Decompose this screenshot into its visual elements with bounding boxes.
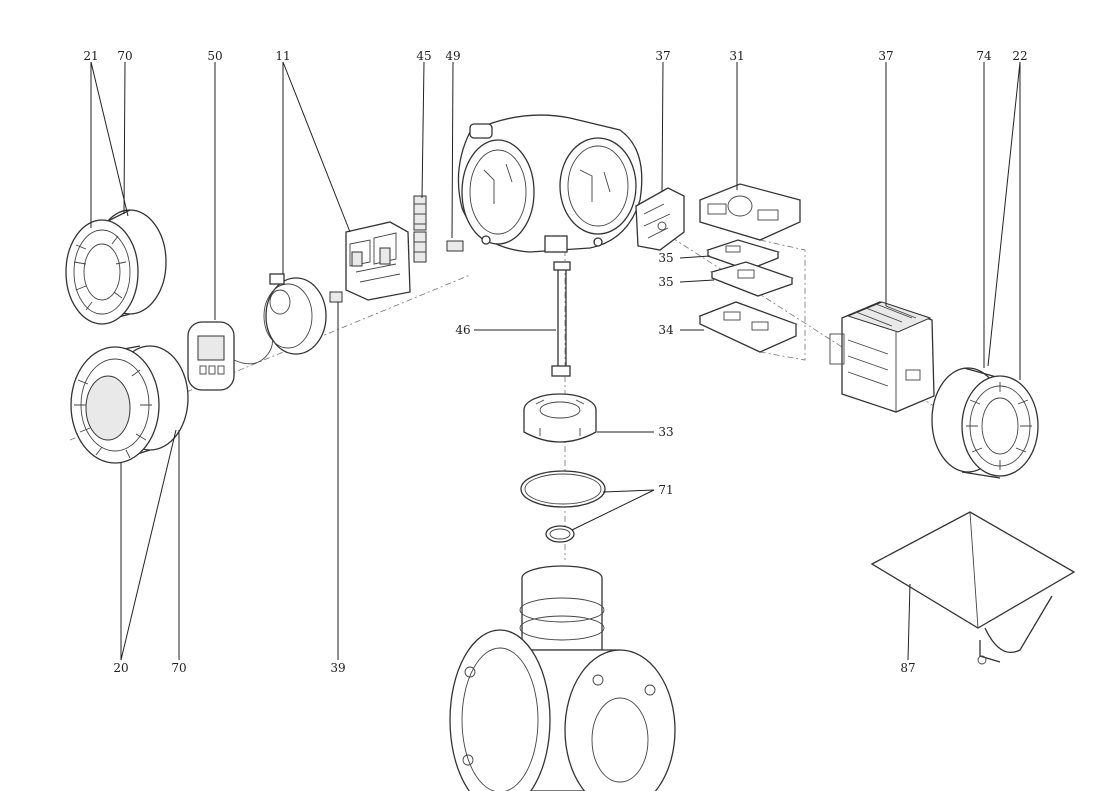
assembly-axis-lines — [69, 229, 941, 560]
callout-50: 50 — [207, 49, 222, 63]
callout-74: 74 — [976, 49, 992, 63]
module-37-right — [829, 301, 935, 413]
display-holder-11 — [263, 273, 327, 355]
callout-21: 21 — [83, 49, 98, 63]
leader-lines — [90, 61, 1021, 661]
bracket-37-left — [635, 187, 685, 251]
board-34 — [698, 301, 798, 353]
callout-34: 34 — [658, 323, 674, 337]
board-35-b — [709, 261, 794, 297]
callout-37-left: 37 — [655, 49, 670, 63]
callout-35-b: 35 — [658, 275, 673, 289]
callout-33: 33 — [658, 425, 673, 439]
callout-35-a: 35 — [658, 251, 673, 265]
callout-20: 20 — [113, 661, 128, 675]
ribbon-cable-46 — [551, 261, 571, 377]
callout-87: 87 — [900, 661, 915, 675]
part-39 — [329, 291, 343, 303]
cover-22 — [931, 367, 1039, 479]
module-49 — [446, 240, 464, 252]
callout-49: 49 — [445, 49, 460, 63]
display-module-50 — [187, 321, 273, 391]
callout-70-top: 70 — [117, 49, 132, 63]
callout-31: 31 — [729, 49, 744, 63]
callout-45: 45 — [416, 49, 431, 63]
callout-11: 11 — [275, 49, 290, 63]
callout-70-bottom: 70 — [171, 661, 186, 675]
callout-labels: 21 70 50 11 45 49 37 31 37 74 22 35 35 3… — [83, 49, 1027, 675]
seal-71-small — [545, 525, 575, 543]
callout-71: 71 — [658, 483, 673, 497]
seal-71-large — [520, 470, 606, 508]
adapter-33 — [523, 393, 597, 443]
cover-21 — [65, 209, 167, 325]
callout-22: 22 — [1012, 49, 1027, 63]
transmitter-housing — [457, 114, 643, 253]
callout-39: 39 — [330, 661, 345, 675]
callout-37-right: 37 — [878, 49, 893, 63]
electronics-block-11 — [345, 221, 411, 301]
cover-20 — [70, 345, 189, 464]
callout-46: 46 — [455, 323, 470, 337]
weather-cover-87 — [870, 511, 1076, 665]
sensor-body — [449, 565, 676, 791]
board-31 — [699, 183, 801, 241]
terminals-45 — [413, 195, 427, 263]
